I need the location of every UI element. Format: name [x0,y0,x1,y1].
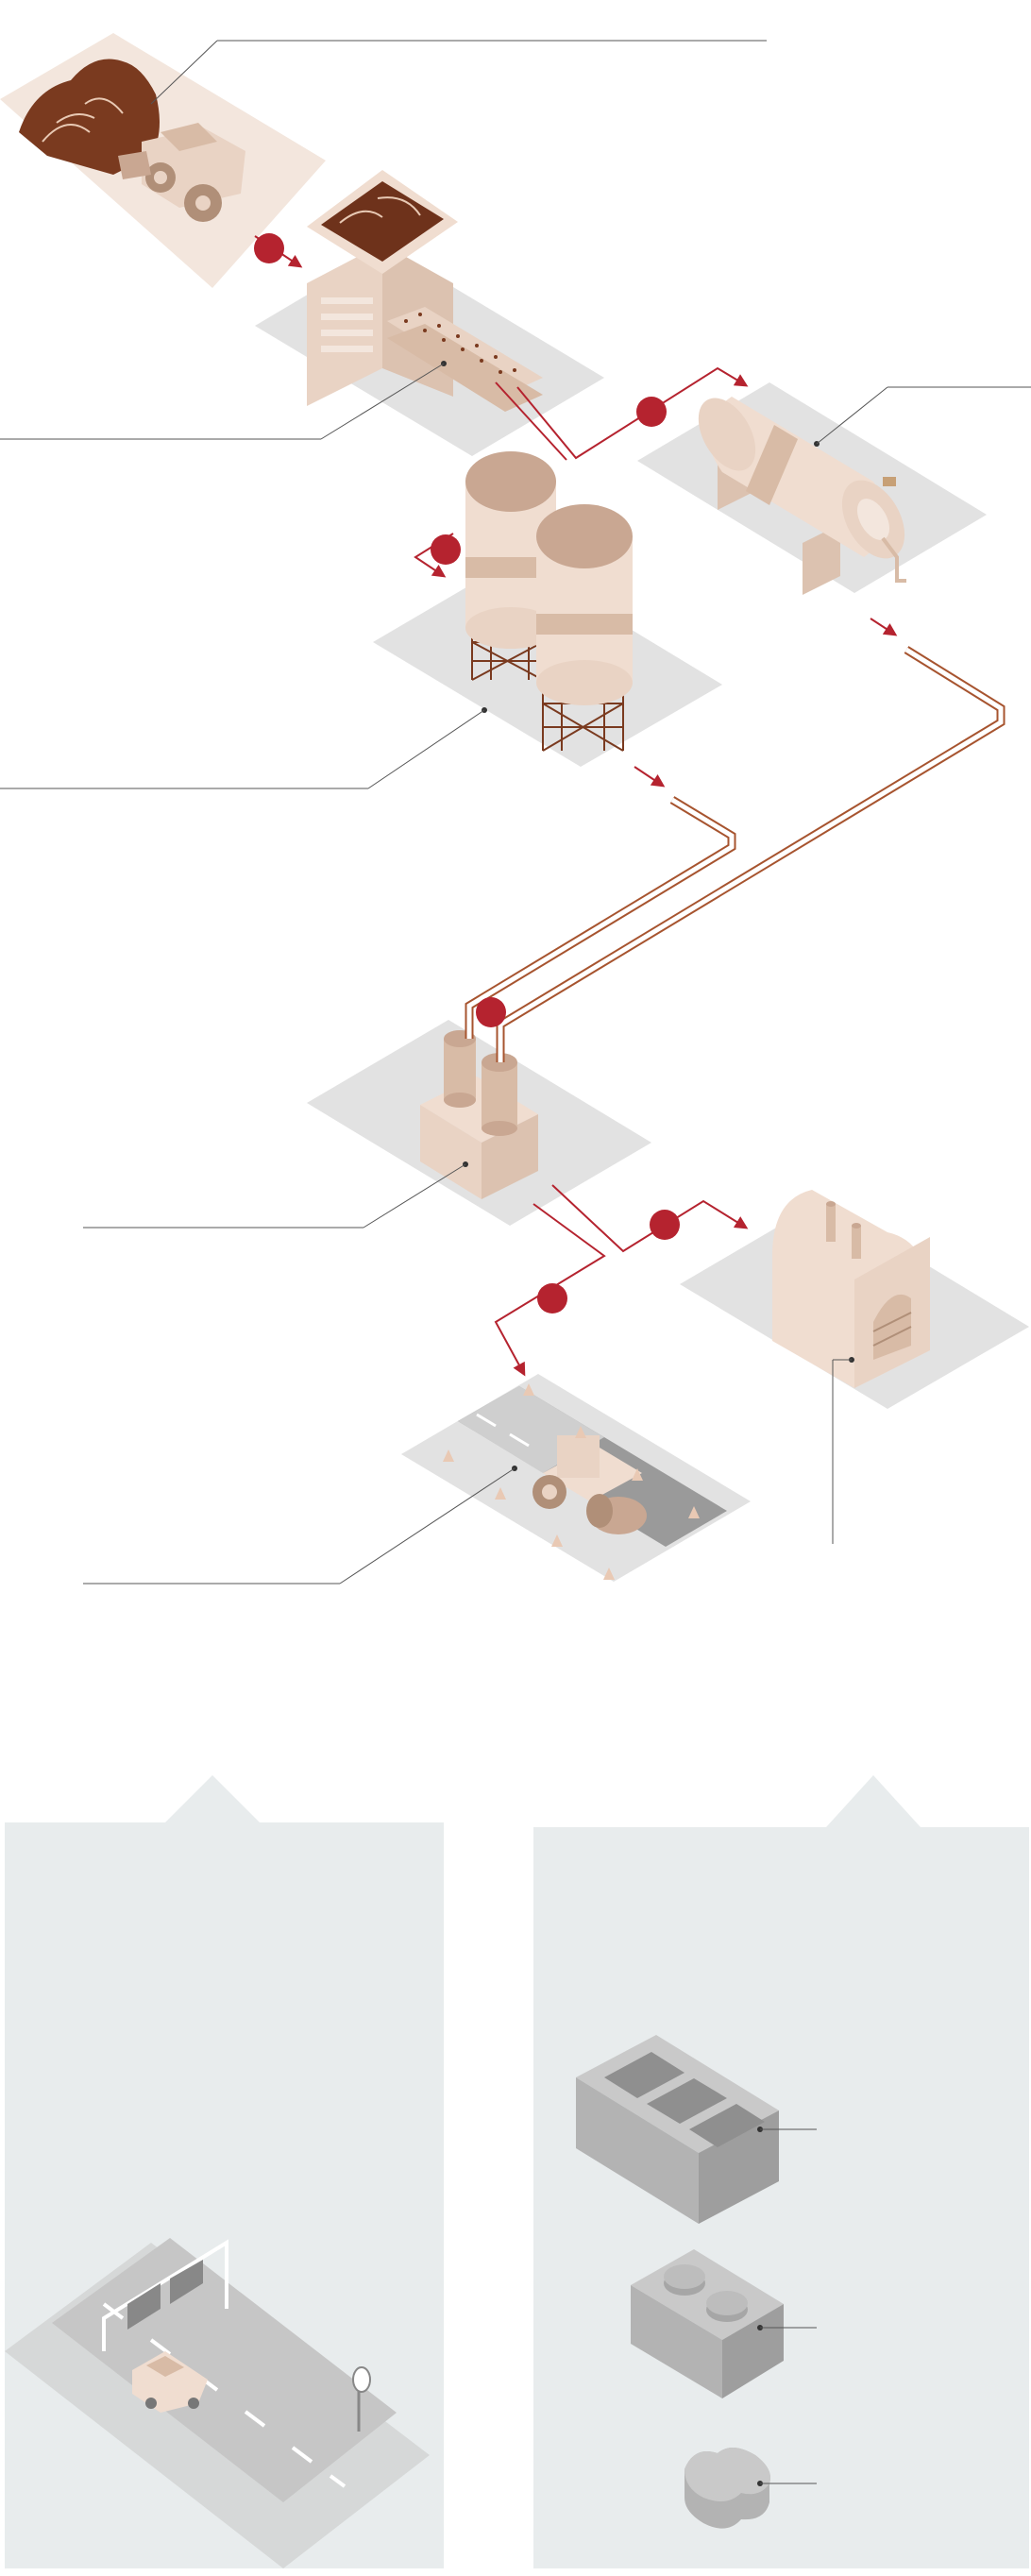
paver-stone-icon [685,2447,770,2529]
crusher-stage [0,170,604,456]
oven-stage [680,1190,1029,1544]
right-panel [533,1775,1029,2568]
storage-silo-icon [465,451,633,752]
dirt-pile-loader-icon [19,59,245,222]
raw-material-stage [0,33,767,288]
hollow-block-icon [576,2035,779,2224]
silos-stage [0,451,722,789]
road-roller-icon [532,1435,647,1534]
hopper-crusher-icon [307,170,543,412]
highway-road-icon [5,2238,430,2568]
rotary-kiln-icon [698,397,906,595]
flow-connectors [254,235,1006,1377]
flow-nodes [254,233,680,1313]
mixer-plant-icon [420,1030,538,1199]
mixer-stage [83,1020,651,1229]
curing-oven-icon [772,1190,930,1388]
left-panel [5,1775,444,2568]
road-paving-stage [83,1374,751,1585]
kiln-stage [637,382,1031,595]
